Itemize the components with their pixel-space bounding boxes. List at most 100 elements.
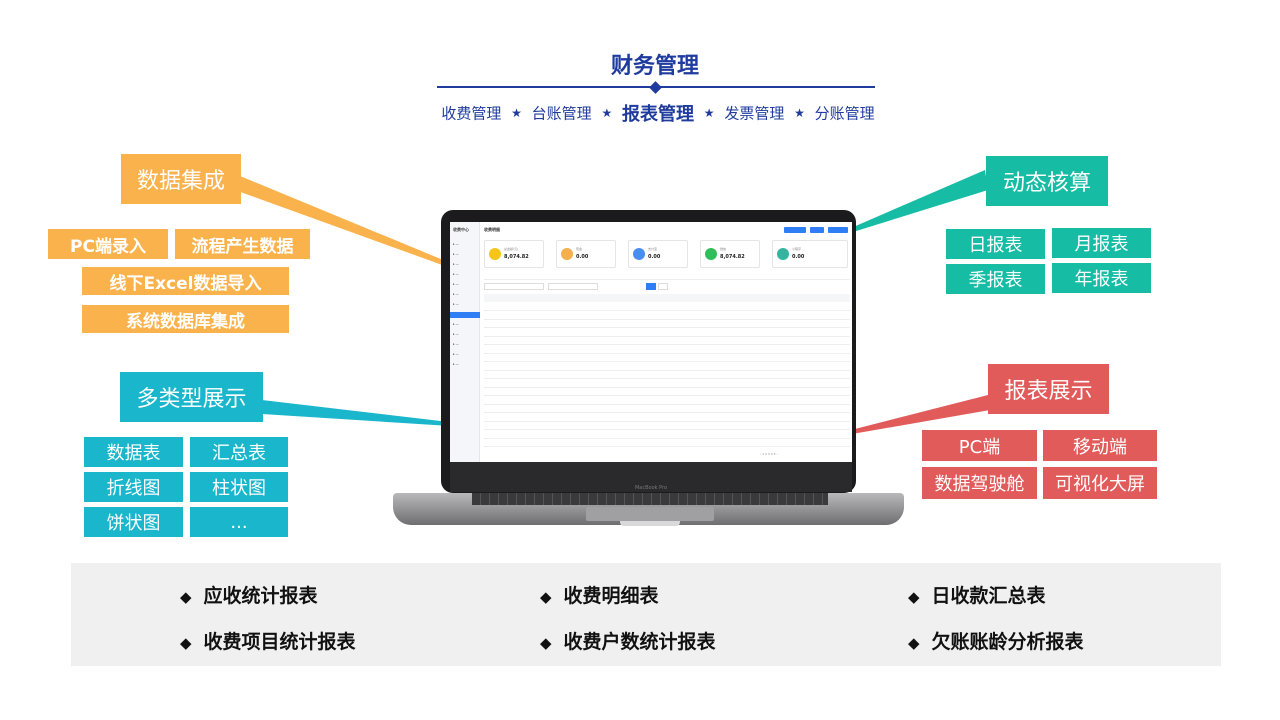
sidebar-item[interactable]: ▸ — xyxy=(453,302,459,306)
table-row[interactable] xyxy=(484,346,850,354)
laptop-notch xyxy=(620,521,680,526)
app-export-button[interactable] xyxy=(784,227,806,233)
star-icon: ★ xyxy=(511,106,522,120)
table-row[interactable] xyxy=(484,320,850,328)
connector-integration xyxy=(235,176,448,266)
card-value: 0.00 xyxy=(792,254,805,260)
report-display-item: 移动端 xyxy=(1043,430,1157,461)
diamond-bullet-icon: ◆ xyxy=(540,588,552,606)
wechat-icon xyxy=(705,248,717,260)
sidebar-item[interactable]: ▸ — xyxy=(453,252,459,256)
diamond-bullet-icon: ◆ xyxy=(180,588,192,606)
date-range-picker[interactable] xyxy=(484,283,544,290)
nav-item-ledger[interactable]: 台账管理 xyxy=(531,104,592,123)
table-row[interactable] xyxy=(484,414,850,422)
filter-bar[interactable] xyxy=(484,272,850,280)
diamond-bullet-icon: ◆ xyxy=(180,634,192,652)
display-type-item: 汇总表 xyxy=(190,437,288,467)
app-settings-button[interactable] xyxy=(828,227,848,233)
sidebar-item[interactable]: ▸ — xyxy=(453,322,459,326)
display-type-item: ... xyxy=(190,507,288,537)
table-row[interactable] xyxy=(484,397,850,405)
summary-card: 微信 8,074.82 xyxy=(700,240,760,268)
summary-card: 总金额(元) 8,074.82 xyxy=(484,240,544,268)
sidebar-item[interactable]: ▸ — xyxy=(453,342,459,346)
table-row[interactable] xyxy=(484,380,850,388)
integration-item: 系统数据库集成 xyxy=(82,305,289,333)
connector-report xyxy=(851,395,990,434)
accounting-item: 日报表 xyxy=(946,229,1045,259)
nav-item-split[interactable]: 分账管理 xyxy=(814,104,875,123)
module-nav: 收费管理 ★ 台账管理 ★ 报表管理 ★ 发票管理 ★ 分账管理 xyxy=(0,100,1280,126)
nav-item-charge[interactable]: 收费管理 xyxy=(441,104,502,123)
nav-item-report[interactable]: 报表管理 xyxy=(622,104,694,125)
table-row[interactable] xyxy=(484,363,850,371)
card-value: 0.00 xyxy=(648,254,661,260)
integration-header: 数据集成 xyxy=(121,154,241,204)
display-type-item: 数据表 xyxy=(84,437,183,467)
app-sidebar-title: 收费中心 xyxy=(453,227,469,232)
report-list-item: ◆ 应收统计报表 xyxy=(180,581,318,608)
sidebar-item[interactable]: ▸ — xyxy=(453,242,459,246)
connector-accounting xyxy=(851,170,988,232)
reset-button[interactable] xyxy=(658,283,668,290)
report-name: 日收款汇总表 xyxy=(931,585,1046,607)
report-name: 收费项目统计报表 xyxy=(203,631,356,653)
accounting-header: 动态核算 xyxy=(986,156,1108,206)
laptop-keyboard xyxy=(472,493,828,505)
table-row[interactable] xyxy=(484,354,850,362)
integration-item: 流程产生数据 xyxy=(175,229,310,259)
coin-icon xyxy=(489,248,501,260)
accounting-item: 年报表 xyxy=(1052,263,1151,293)
app-print-button[interactable] xyxy=(810,227,824,233)
table-row[interactable] xyxy=(484,337,850,345)
table-header xyxy=(484,294,850,302)
table-row[interactable] xyxy=(484,431,850,439)
report-list-panel xyxy=(71,563,1221,666)
search-button[interactable] xyxy=(646,283,656,290)
sidebar-item[interactable]: ▸ — xyxy=(453,332,459,336)
table-row[interactable] xyxy=(484,422,850,430)
laptop-brand: MacBook Pro xyxy=(634,485,668,491)
pagination[interactable]: ‹ 1 2 3 4 5 › xyxy=(760,452,778,456)
display-type-item: 折线图 xyxy=(84,472,183,502)
accounting-item: 月报表 xyxy=(1052,228,1151,258)
sidebar-item[interactable]: ▸ — xyxy=(453,362,459,366)
summary-card: 现金 0.00 xyxy=(556,240,616,268)
sidebar-item[interactable]: ▸ — xyxy=(453,292,459,296)
sidebar-item[interactable]: ▸ — xyxy=(453,352,459,356)
sidebar-item[interactable]: ▸ — xyxy=(453,282,459,286)
card-label: 支付宝 xyxy=(648,247,658,251)
nav-item-invoice[interactable]: 发票管理 xyxy=(724,104,785,123)
report-list-item: ◆收费户数统计报表 xyxy=(540,627,716,654)
table-row[interactable] xyxy=(484,388,850,396)
display-types-header: 多类型展示 xyxy=(120,372,263,422)
diamond-bullet-icon: ◆ xyxy=(908,634,920,652)
laptop-chin: MacBook Pro xyxy=(450,462,852,492)
table-row[interactable] xyxy=(484,312,850,320)
accounting-item: 季报表 xyxy=(946,264,1045,294)
star-icon: ★ xyxy=(601,106,613,120)
table-row[interactable] xyxy=(484,329,850,337)
report-list-item: ◆ 收费项目统计报表 xyxy=(180,627,356,654)
table-row[interactable] xyxy=(484,405,850,413)
card-value: 8,074.82 xyxy=(504,254,529,260)
report-list-item: ◆收费明细表 xyxy=(540,581,659,608)
app-sidebar: 收费中心 ▸ — ▸ — ▸ — ▸ — ▸ — ▸ — ▸ — ▸ — ▸ —… xyxy=(450,222,480,462)
report-name: 应收统计报表 xyxy=(203,585,318,607)
sidebar-item-active[interactable] xyxy=(450,312,480,318)
table-row[interactable] xyxy=(484,303,850,311)
table-row[interactable] xyxy=(484,371,850,379)
integration-item: 线下Excel数据导入 xyxy=(82,267,289,295)
sidebar-item[interactable]: ▸ — xyxy=(453,262,459,266)
card-value: 8,074.82 xyxy=(720,254,745,260)
report-list-item: ◆日收款汇总表 xyxy=(908,581,1046,608)
table-row[interactable] xyxy=(484,439,850,447)
date-range-picker[interactable] xyxy=(548,283,598,290)
laptop-trackpad xyxy=(586,507,714,521)
summary-card: 支付宝 0.00 xyxy=(628,240,688,268)
sidebar-item[interactable]: ▸ — xyxy=(453,272,459,276)
report-display-item: 可视化大屏 xyxy=(1043,467,1157,499)
miniprogram-icon xyxy=(777,248,789,260)
report-display-header: 报表展示 xyxy=(988,364,1109,414)
